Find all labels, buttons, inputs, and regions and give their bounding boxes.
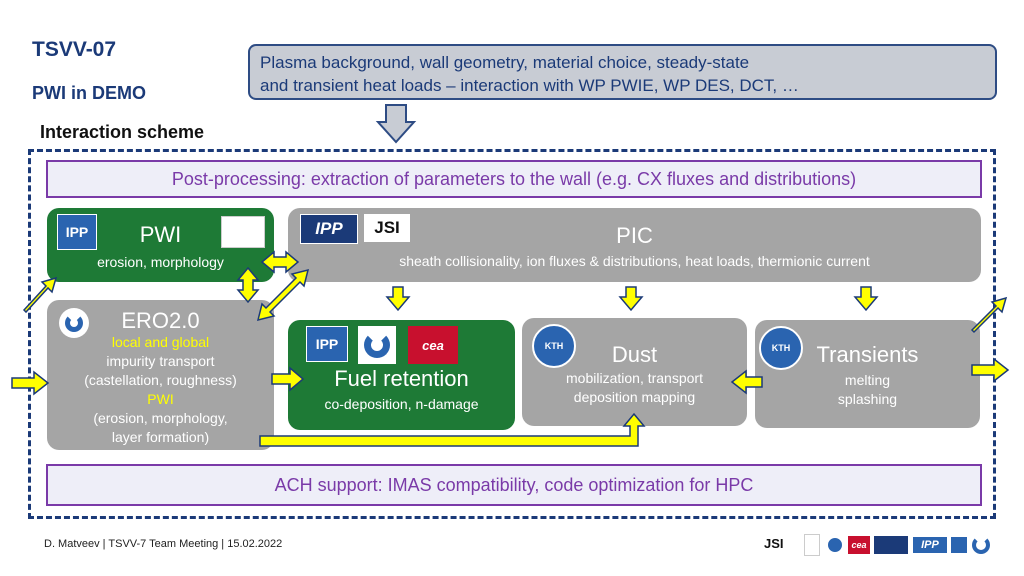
ero-pic-double-arrow: [256, 268, 310, 322]
footer-sorbonne-logo-icon: [874, 536, 908, 554]
transients-title: Transients: [816, 342, 919, 367]
footer-university-seal-icon: [804, 534, 820, 556]
ero-line-2: impurity transport: [106, 353, 215, 369]
fz-logo-icon: [358, 326, 396, 364]
inputs-box: Plasma background, wall geometry, materi…: [248, 44, 997, 100]
pic-to-transients-arrow: [853, 286, 879, 312]
section-heading: Interaction scheme: [40, 122, 205, 142]
inputs-down-arrow: [375, 104, 417, 144]
pic-subtitle: sheath collisionality, ion fluxes & dist…: [399, 253, 870, 269]
left-to-pwi-arrow: [22, 276, 58, 314]
footer-ipp-logo-icon: IPP: [912, 536, 948, 554]
ipp-logo-icon: IPP: [300, 214, 358, 244]
transients-box: KTH Transients melting splashing: [755, 320, 980, 428]
page-title: TSVV-07: [32, 38, 117, 61]
kth-logo-icon: KTH: [532, 324, 576, 368]
footer-jsi-logo-icon: JSI: [764, 536, 784, 551]
ipp-logo-icon: IPP: [57, 214, 97, 250]
footer-kth-logo-icon: [826, 536, 844, 554]
fuel-retention-title: Fuel retention: [334, 366, 469, 391]
pwi-title: PWI: [139, 222, 182, 247]
transients-line-1: melting: [844, 372, 891, 388]
dust-title: Dust: [611, 342, 658, 367]
ero-box: ERO2.0 local and global impurity transpo…: [47, 300, 274, 450]
dust-line-1: mobilization, transport: [566, 370, 703, 386]
pic-title: PIC: [616, 223, 653, 248]
left-to-ero-arrow: [11, 370, 50, 396]
ero-line-4: PWI: [147, 391, 174, 407]
pwi-pic-double-arrow: [260, 250, 300, 274]
ero-line-5: (erosion, morphology,: [93, 410, 228, 426]
ero-line-3: (castellation, roughness): [84, 372, 237, 388]
footer-fz-logo-icon: [972, 536, 990, 554]
inputs-line-1: Plasma background, wall geometry, materi…: [260, 53, 750, 72]
dust-box: KTH Dust mobilization, transport deposit…: [522, 318, 747, 426]
pic-box: IPP JSI PIC sheath collisionality, ion f…: [288, 208, 981, 282]
pic-to-fuel-arrow: [385, 286, 411, 312]
university-seal-icon: [221, 216, 265, 248]
kth-logo-icon: KTH: [759, 326, 803, 370]
ach-support-label: ACH support: IMAS compatibility, code op…: [274, 474, 754, 495]
right-out-arrow: [971, 357, 1010, 383]
dust-line-2: deposition mapping: [573, 389, 696, 405]
cea-logo-icon: cea: [408, 326, 458, 364]
post-processing-box: Post-processing: extraction of parameter…: [46, 160, 982, 198]
fuel-retention-subtitle: co-deposition, n-damage: [324, 396, 479, 412]
jsi-logo-icon: JSI: [364, 214, 410, 242]
pic-to-dust-arrow: [618, 286, 644, 312]
post-processing-label: Post-processing: extraction of parameter…: [171, 168, 857, 189]
interaction-frame: [28, 149, 996, 519]
ipp-logo-icon: IPP: [306, 326, 348, 362]
pwi-box: IPP PWI erosion, morphology: [47, 208, 274, 282]
ero-to-dust-routed-arrow: [259, 412, 646, 447]
footer-cea-logo-icon: cea: [848, 536, 870, 554]
ach-support-box: ACH support: IMAS compatibility, code op…: [46, 464, 982, 506]
transients-to-dust-arrow: [730, 369, 763, 395]
page-subtitle: PWI in DEMO: [32, 83, 146, 103]
ero-to-fuel-arrow: [271, 366, 305, 392]
right-diagonal-arrow: [970, 296, 1008, 334]
footer-text: D. Matveev | TSVV-7 Team Meeting | 15.02…: [44, 538, 283, 550]
footer-ipp-small-logo-icon: [950, 536, 968, 554]
pwi-subtitle: erosion, morphology: [97, 254, 224, 270]
fz-logo-icon: [59, 308, 89, 338]
pwi-ero-double-arrow: [236, 266, 260, 304]
fuel-retention-box: IPP cea Fuel retention co-deposition, n-…: [288, 320, 515, 430]
inputs-line-2: and transient heat loads – interaction w…: [260, 76, 799, 95]
transients-line-2: splashing: [837, 391, 898, 407]
ero-line-1: local and global: [111, 334, 210, 350]
ero-line-6: layer formation): [111, 429, 210, 445]
ero-title: ERO2.0: [121, 308, 200, 333]
